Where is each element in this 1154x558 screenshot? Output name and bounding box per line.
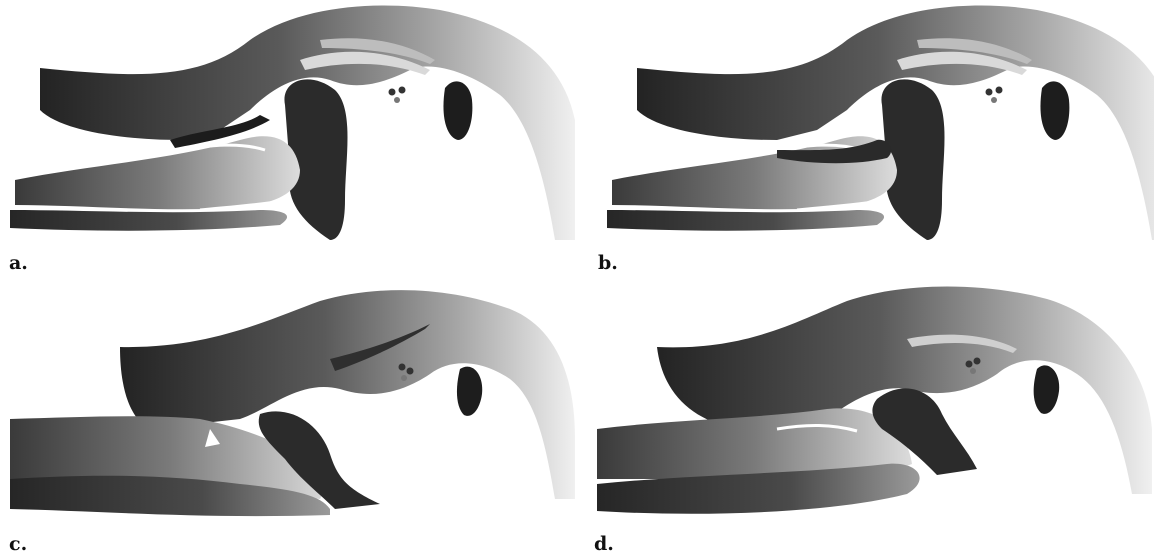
- panel-label-c: c.: [9, 533, 27, 555]
- panel-a-illustration: [0, 0, 577, 279]
- panel-c-illustration: [0, 279, 577, 558]
- panel-b-illustration: [577, 0, 1154, 279]
- panel-b: b.: [577, 0, 1154, 279]
- panel-c: c.: [0, 279, 577, 558]
- panel-d-illustration: [577, 279, 1154, 558]
- panel-a: a.: [0, 0, 577, 279]
- panel-label-b: b.: [598, 252, 618, 274]
- panel-label-d: d.: [594, 533, 614, 555]
- panel-label-a: a.: [9, 252, 28, 274]
- panel-d: d.: [577, 279, 1154, 558]
